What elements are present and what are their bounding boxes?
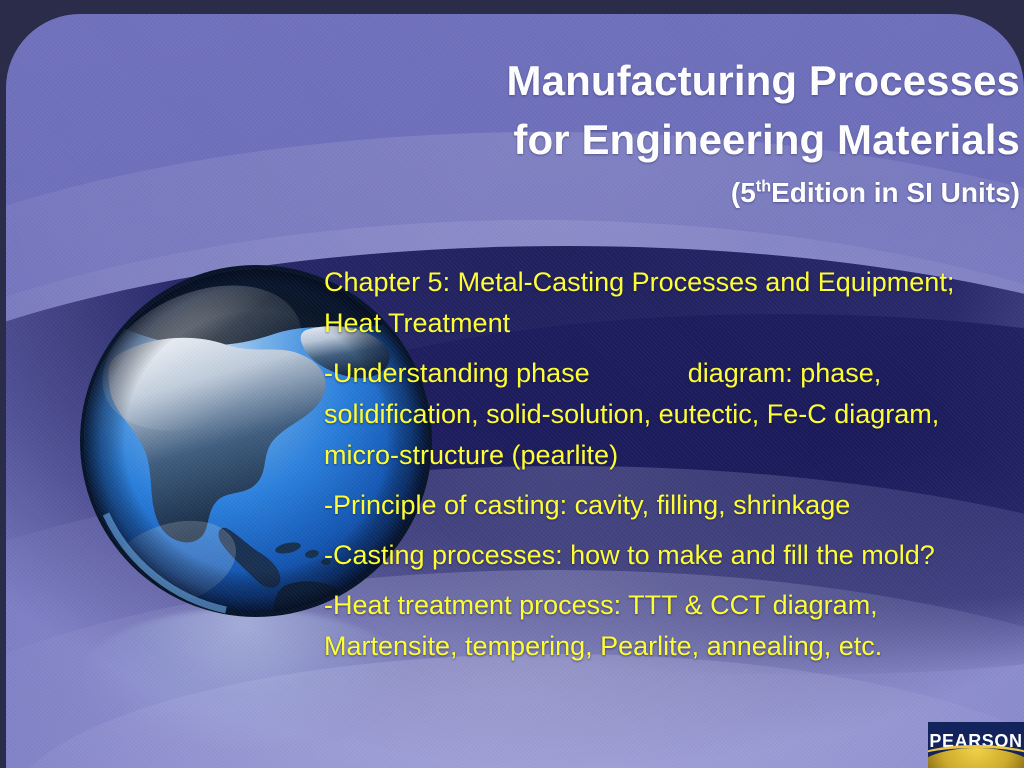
body-paragraph-principle: -Principle of casting: cavity, filling, … <box>324 490 851 521</box>
title-line-2: for Engineering Materials <box>513 115 1020 163</box>
subtitle-prefix: (5 <box>730 176 756 208</box>
title-subtitle: (5thEdition in SI Units) <box>306 174 1020 212</box>
body-understanding-phase-lead: -Understanding phase <box>324 358 590 389</box>
pearson-arc-line-icon <box>928 745 1024 768</box>
subtitle-ordinal-suffix: th <box>755 177 772 196</box>
title-line-1: Manufacturing Processes <box>506 57 1020 104</box>
pearson-logo: PEARSON <box>928 722 1024 768</box>
body-paragraph-heat-treatment: -Heat treatment process: TTT & CCT diagr… <box>324 590 883 662</box>
globe-image <box>76 246 436 646</box>
subtitle-suffix: Edition in SI Units) <box>771 176 1020 208</box>
body-paragraph-casting-processes: -Casting processes: how to make and fill… <box>324 540 935 571</box>
slide-title: Manufacturing Processes for Engineering … <box>306 52 1020 211</box>
slide-body: Chapter 5: Metal-Casting Processes and E… <box>324 262 1014 676</box>
body-paragraph-chapter: Chapter 5: Metal-Casting Processes and E… <box>324 267 955 339</box>
slide-panel: Manufacturing Processes for Engineering … <box>6 14 1024 768</box>
body-understanding-phase-rest: diagram: phase, solidification, solid-so… <box>324 358 940 471</box>
